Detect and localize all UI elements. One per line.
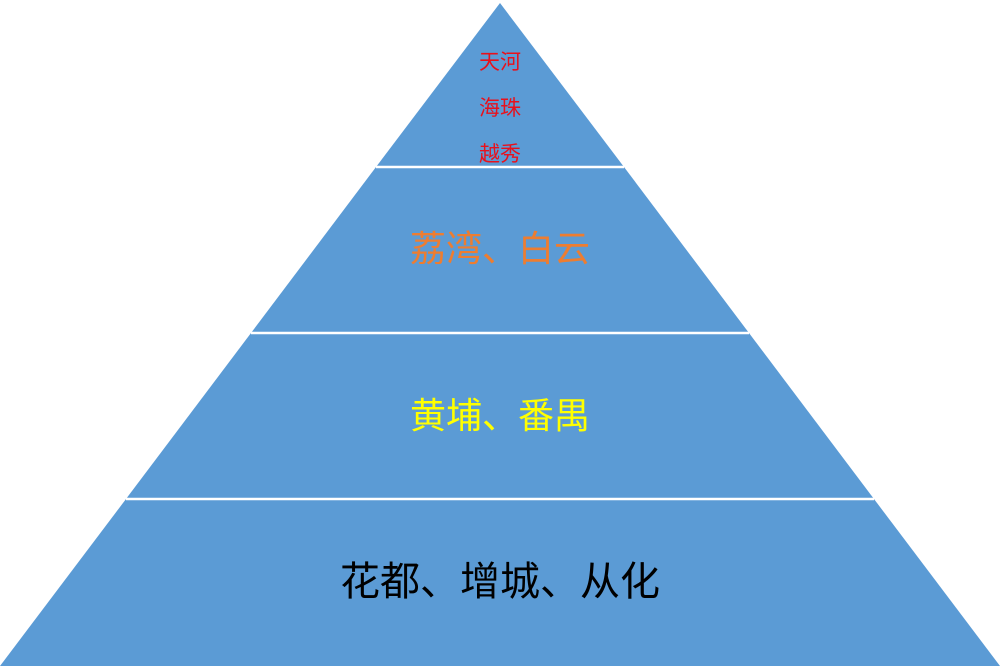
tier-1-line-1: 天河 — [479, 50, 521, 74]
tier-4-label: 花都、增城、从化 — [340, 559, 660, 605]
pyramid-tier-4-shape — [0, 499, 1000, 666]
tier-1-line-3: 越秀 — [479, 142, 521, 166]
pyramid-tier-2-shape — [251, 167, 749, 333]
pyramid-tier-3-shape — [126, 333, 874, 499]
tier-3-label: 黄埔、番禺 — [409, 396, 590, 437]
tier-1-line-2: 海珠 — [479, 96, 521, 120]
tier-1-label: 天河 海珠 越秀 — [0, 48, 1000, 186]
pyramid-tier-1-shape — [376, 3, 624, 167]
tier-2-label: 荔湾、白云 — [409, 229, 590, 270]
